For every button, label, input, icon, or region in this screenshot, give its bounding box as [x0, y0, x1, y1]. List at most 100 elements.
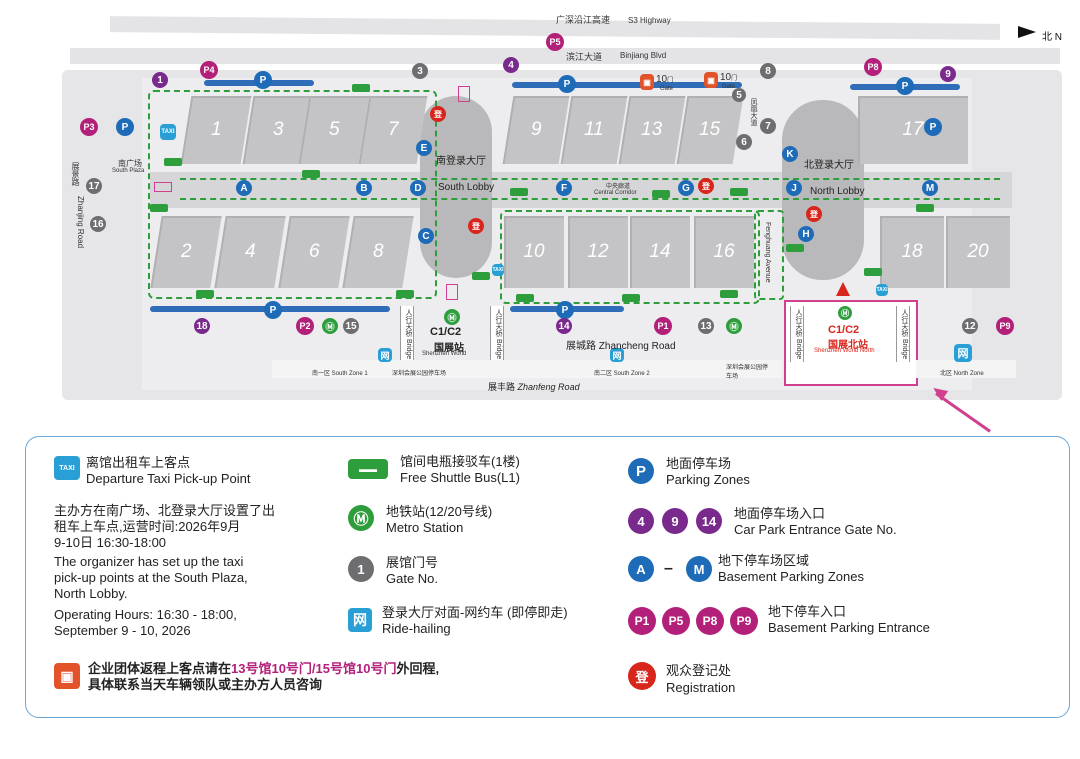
basement-zone-d: D [410, 180, 426, 196]
carpark-label-en: Car Park Entrance Gate No. [734, 522, 897, 537]
bp-entrance-label-cn: 地下停车入口 [768, 604, 847, 619]
carpark-entrance-14: 14 [556, 318, 572, 334]
shuttle-bus-icon [622, 294, 640, 302]
taxi-note-en-5: September 9 - 10, 2026 [54, 623, 191, 638]
basement-entrance-p2: P2 [296, 317, 314, 335]
gate-10-label-b: 10门 [720, 72, 738, 83]
shuttle-bus-icon [510, 188, 528, 196]
south-strip [272, 360, 782, 378]
north-station-arrow-icon [836, 282, 850, 296]
shuttle-bus-icon [730, 188, 748, 196]
basement-entrance-p8: P8 [864, 58, 882, 76]
zhanjing-road-en: Zhanjing Road [76, 196, 85, 249]
map: 广深沿江高速 S3 Highway 滨江大道 Binjiang Blvd 北 N… [62, 15, 1062, 433]
registration-icon: 登 [430, 106, 446, 122]
parking-bar [512, 82, 742, 88]
gate-label-en: Gate No. [386, 571, 439, 586]
gate-15: 15 [343, 318, 359, 334]
group-bus-icon: ▣ [704, 72, 718, 88]
taxi-note-cn-3: 9-10日 16:30-18:00 [54, 535, 167, 550]
public-parking-label-2: 深圳会展公园停车场 [726, 365, 769, 380]
binjiang-label-cn: 滨江大道 [566, 52, 603, 62]
basement-label-en: Basement Parking Zones [718, 569, 864, 584]
carpark-entrance-4: 4 [503, 57, 519, 73]
gate-3: 3 [412, 63, 428, 79]
parking-icon: P [558, 75, 576, 93]
station-sw-code: C1/C2 [430, 326, 462, 338]
hall-16: 16 [694, 216, 754, 288]
zhancheng-road-label: 展城路 Zhancheng Road [566, 341, 676, 352]
entry-arrow-icon [458, 86, 470, 102]
basement-zone-c: C [418, 228, 434, 244]
carpark-entrance-9: 9 [940, 66, 956, 82]
taxi-icon: TAXI [54, 456, 80, 480]
taxi-icon: TAXI [492, 264, 504, 276]
shuttle-bus-icon [652, 190, 670, 198]
south-plaza-cn: 南广场 [118, 159, 142, 168]
carpark-entrance-16: 18 [194, 318, 210, 334]
basement-zone-h: H [798, 226, 814, 242]
shuttle-bus-icon [352, 84, 370, 92]
registration-icon: 登 [468, 218, 484, 234]
south-lobby [420, 96, 492, 278]
carpark-label-cn: 地面停车场入口 [734, 506, 826, 521]
basement-entrance-icon: P8 [696, 607, 724, 635]
taxi-note-cn-1: 主办方在南广场、北登录大厅设置了出 [54, 503, 276, 518]
basement-entrance-icon: P5 [662, 607, 690, 635]
taxi-label-en: Departure Taxi Pick-up Point [86, 471, 251, 486]
shuttle-bus-icon [196, 290, 214, 298]
hall-10: 10 [504, 216, 564, 288]
station-n-en: Shenzhen World North [814, 348, 875, 354]
basement-zone-f: F [556, 180, 572, 196]
metro-icon: Ⓜ [726, 318, 742, 334]
basement-label-cn: 地下停车场区域 [718, 553, 810, 568]
taxi-note-en-2: pick-up points at the South Plaza, [54, 570, 248, 585]
carpark-entrance-icon: 4 [628, 508, 654, 534]
shuttle-bus-icon [864, 268, 882, 276]
north-label: 北 N [1042, 32, 1062, 43]
bridge-label: 人行天桥 Bridge [896, 306, 910, 362]
taxi-note-en-1: The organizer has set up the taxi [54, 554, 244, 569]
shuttle-bus-icon [302, 170, 320, 178]
ride-hailing-icon: 网 [954, 344, 972, 362]
reg-label-en: Registration [666, 680, 736, 695]
ride-hailing-icon: 网 [348, 608, 372, 632]
group-bus-icon: ▣ [54, 663, 80, 689]
metro-label-en: Metro Station [386, 520, 464, 535]
shuttle-bus-icon [150, 204, 168, 212]
south-plaza-en: South Plaza [112, 168, 145, 174]
registration-icon: 登 [628, 662, 656, 690]
central-corridor-cn: 中央廊道 [606, 184, 631, 190]
basement-zone-j: J [786, 180, 802, 196]
fenghuang-cn: 凤凰大道 [750, 98, 757, 126]
gate-label-a: Gate [660, 86, 674, 92]
group-bus-icon: ▣ [640, 74, 654, 90]
gate-8: 8 [760, 63, 776, 79]
basement-zone-e: E [416, 140, 432, 156]
bridge-label: 人行天桥 Bridge [790, 306, 804, 362]
shuttle-bus-icon [516, 294, 534, 302]
basement-zone-k: K [782, 146, 798, 162]
carpark-entrance-icon: 14 [696, 508, 722, 534]
ride-hailing-icon: 网 [610, 348, 624, 362]
north-zone-label: 北区 North Zone [940, 371, 984, 377]
basement-zone-g: G [678, 180, 694, 196]
shuttle-route-1 [148, 90, 437, 299]
metro-label-cn: 地铁站(12/20号线) [386, 504, 493, 519]
south-lobby-en: South Lobby [438, 182, 495, 193]
bridge-label: 人行天桥 Bridge [400, 306, 414, 362]
basement-entrance-icon: P9 [730, 607, 758, 635]
shuttle-label-en: Free Shuttle Bus(L1) [400, 470, 520, 485]
carpark-entrance-1: 1 [152, 72, 168, 88]
group-pickup-line2: 具体联系当天车辆领队或主办方人员咨询 [88, 677, 323, 692]
hall-12: 12 [568, 216, 628, 288]
station-sw-en: Shenzhen World [422, 351, 467, 357]
entry-arrow-icon [446, 284, 458, 300]
basement-entrance-p9: P9 [996, 317, 1014, 335]
north-strip [916, 360, 1016, 378]
parking-icon: P [896, 77, 914, 95]
parking-icon: P [116, 118, 134, 136]
shuttle-route-4 [754, 210, 784, 300]
reg-label-cn: 观众登记处 [666, 663, 732, 678]
station-n-code: C1/C2 [828, 324, 860, 336]
